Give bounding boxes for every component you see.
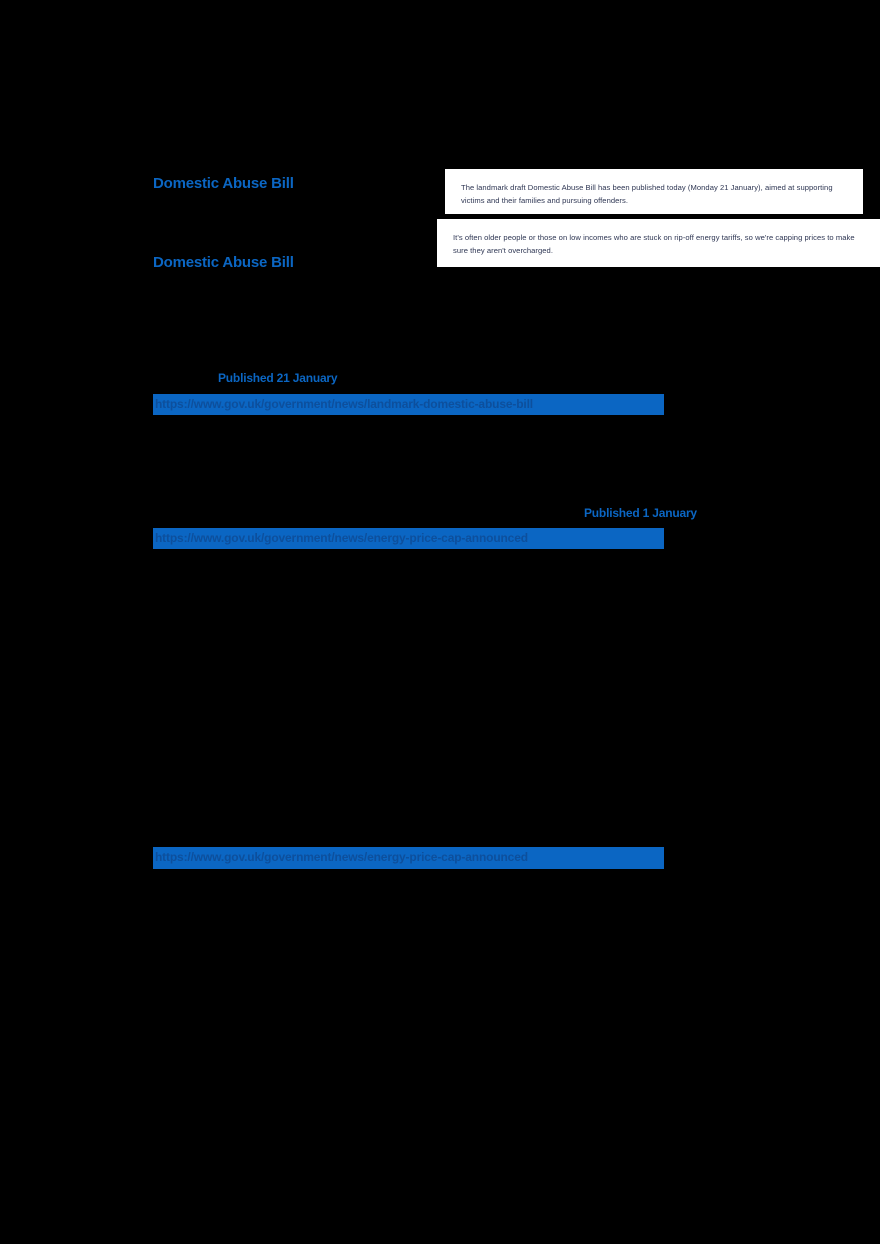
callout-domestic-abuse-bill: The landmark draft Domestic Abuse Bill h… [445,169,863,214]
callout-text: The landmark draft Domestic Abuse Bill h… [461,183,833,205]
heading-domestic-abuse-bill-secondary[interactable]: Domestic Abuse Bill [153,254,294,271]
heading-domestic-abuse-bill-primary[interactable]: Domestic Abuse Bill [153,175,294,192]
body-text-block [153,560,663,840]
highlighted-url-bar-3[interactable]: https://www.gov.uk/government/news/energ… [153,847,664,869]
inline-link-published-date-2[interactable]: Published 1 January [584,506,697,520]
body-text-block [153,190,423,204]
inline-link-published-date-1[interactable]: Published 21 January [218,371,338,385]
callout-energy-price-cap: It's often older people or those on low … [437,219,880,267]
body-text-block [153,880,663,1170]
body-text-block [153,512,573,526]
body-text-block [153,425,573,495]
highlighted-url-bar-2[interactable]: https://www.gov.uk/government/news/energ… [153,528,664,549]
body-text-block [153,290,368,340]
callout-text: It's often older people or those on low … [453,233,855,255]
highlighted-url-bar-1[interactable]: https://www.gov.uk/government/news/landm… [153,394,664,415]
